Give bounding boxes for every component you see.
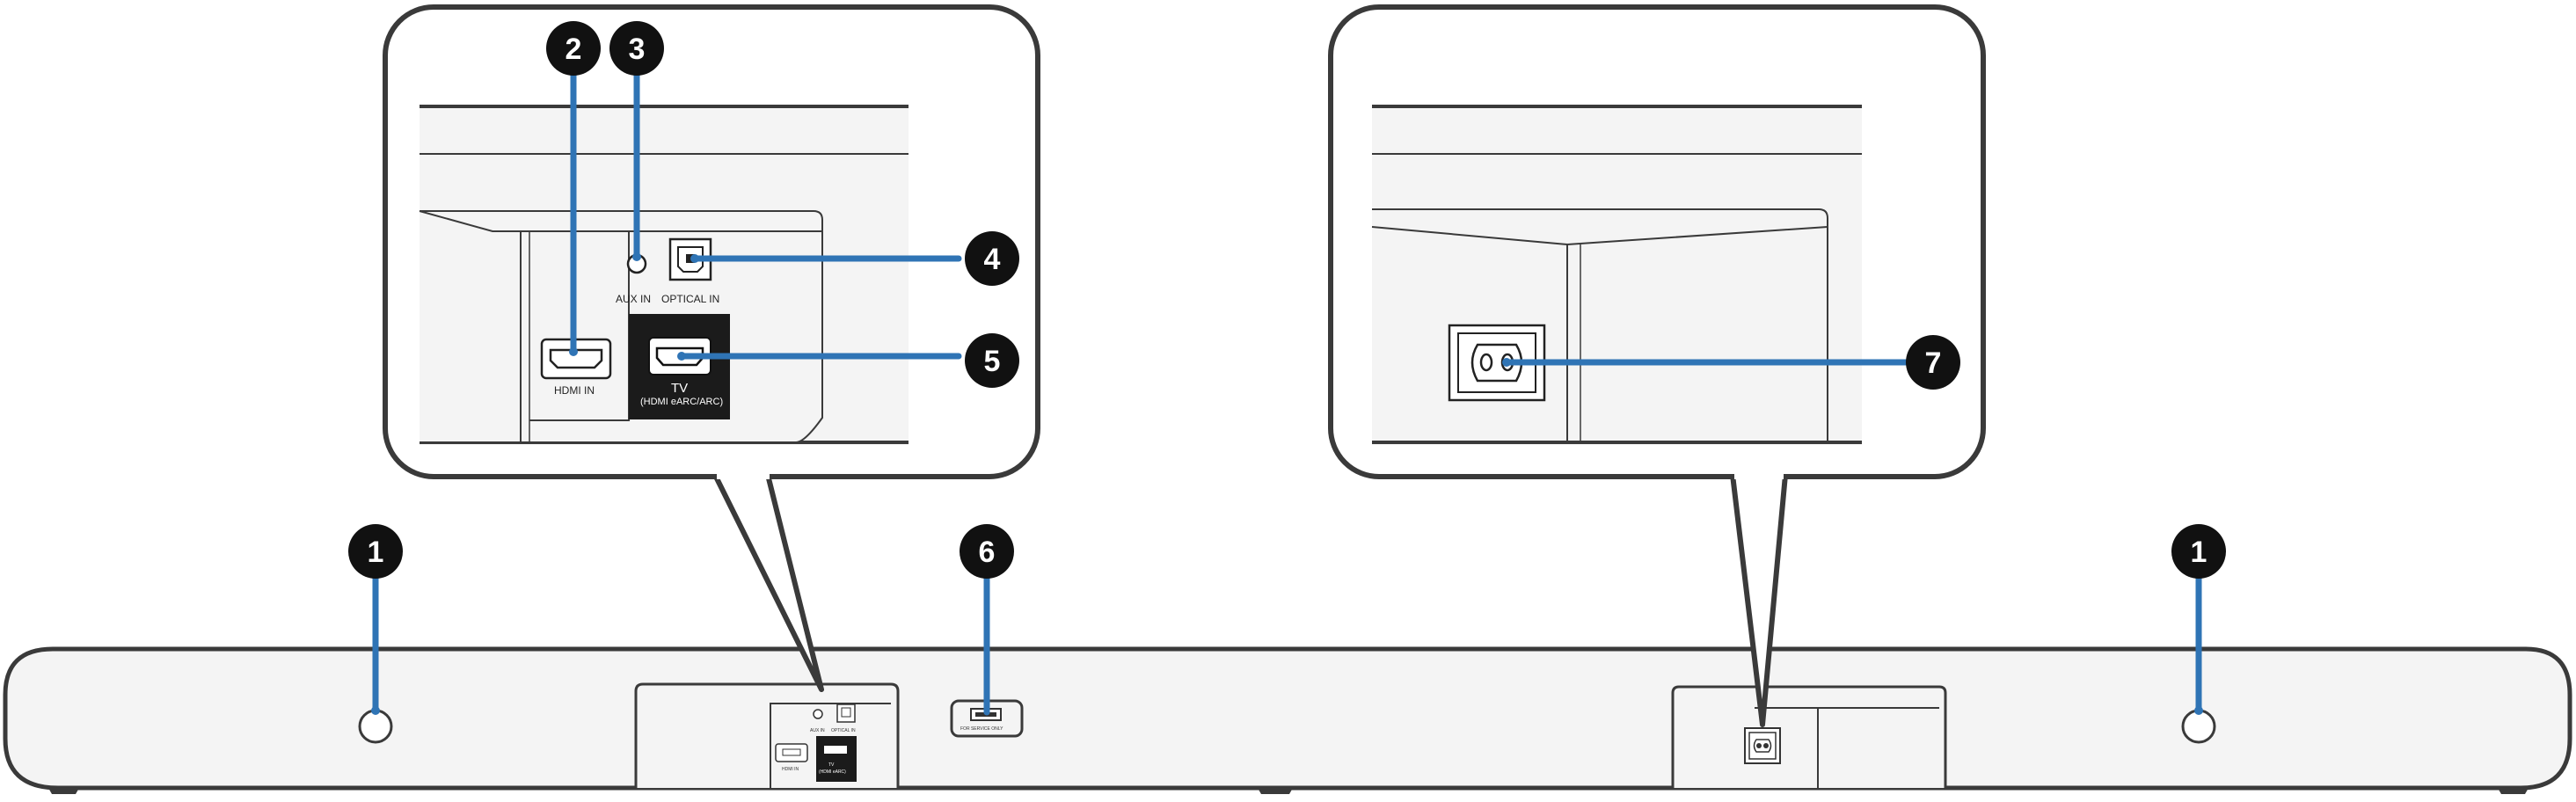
optical-in-label: OPTICAL IN [661, 293, 719, 305]
aux-in-label: AUX IN [616, 293, 651, 305]
callout-7-number: 7 [1925, 346, 1942, 380]
callout-1-left: 1 [348, 524, 403, 579]
callout-2-number: 2 [566, 33, 582, 66]
svg-text:AUX IN: AUX IN [810, 728, 825, 733]
wall-mount-hole-left [358, 709, 393, 744]
callout-1-right-number: 1 [2191, 536, 2207, 569]
callout-6: 6 [960, 524, 1014, 579]
callout-5: 5 [965, 333, 1019, 388]
svg-text:TV: TV [828, 762, 835, 768]
callout-4-number: 4 [984, 243, 1001, 276]
callout-1-right: 1 [2171, 524, 2226, 579]
hdmi-in-label: HDMI IN [554, 384, 595, 397]
service-port-label: FOR SERVICE ONLY [960, 726, 1003, 732]
callout-1-left-number: 1 [368, 536, 384, 569]
callout-3: 3 [609, 21, 664, 76]
callout-5-number: 5 [984, 345, 1001, 378]
callout-4: 4 [965, 231, 1019, 286]
callout-7: 7 [1906, 335, 1960, 390]
wall-mount-hole-right [2181, 709, 2216, 744]
hdmi-in-port [540, 338, 612, 380]
tv-port-label: TV [671, 381, 688, 396]
tv-port-sublabel: (HDMI eARC/ARC) [640, 397, 723, 407]
leader-lines [372, 67, 2202, 716]
callout-2: 2 [546, 21, 601, 76]
svg-text:HDMI IN: HDMI IN [782, 767, 799, 772]
magnifier-power [1328, 4, 1986, 727]
callout-6-number: 6 [979, 536, 996, 569]
svg-text:OPTICAL IN: OPTICAL IN [831, 728, 856, 733]
callout-3-number: 3 [629, 33, 646, 66]
svg-text:(HDMI eARC): (HDMI eARC) [819, 769, 846, 775]
power-panel-small [1671, 685, 1947, 788]
connector-panel-small: AUX IN OPTICAL IN HDMI IN TV (HDMI eARC) [634, 682, 900, 788]
magnifier-connectors: AUX IN OPTICAL IN HDMI IN TV (HDMI eARC/… [383, 4, 1040, 692]
